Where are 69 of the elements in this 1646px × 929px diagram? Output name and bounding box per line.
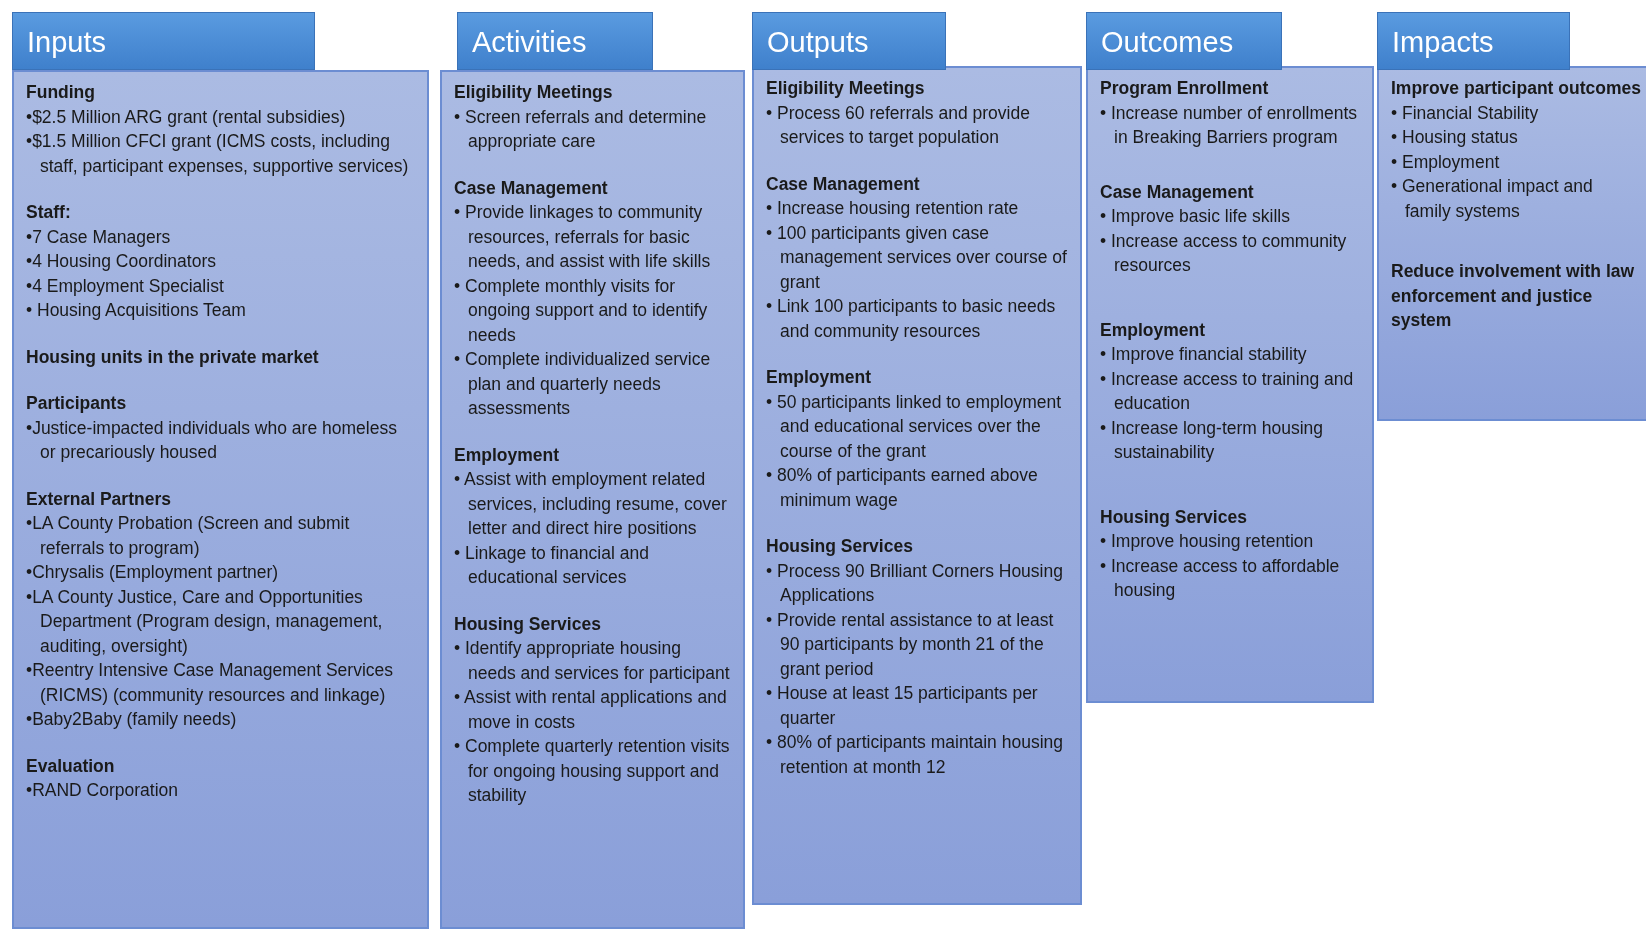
list-item: •LA County Justice, Care and Opportunities Department (Program design, management, auditing, oversight) bbox=[26, 585, 384, 658]
section-heading: Participants bbox=[26, 392, 128, 415]
section-heading: Eligibility Meetings bbox=[454, 81, 614, 104]
section-heading: Staff: bbox=[26, 201, 72, 224]
section-heading: Evaluation bbox=[26, 754, 116, 778]
section-heading: Eligibility Meetings bbox=[766, 77, 926, 100]
list-item: • Process 90 Brilliant Corners Housing Applications bbox=[766, 559, 1064, 607]
list-item: •Chrysalis (Employment partner) bbox=[26, 561, 280, 584]
list-item: • Improve housing retention bbox=[1100, 530, 1315, 553]
list-item: • Link 100 participants to basic needs and community resources bbox=[766, 295, 1057, 343]
section-heading: External Partners bbox=[26, 487, 172, 511]
list-item: • 100 participants given case management services over course of grant bbox=[766, 221, 1068, 294]
section-heading: Employment bbox=[454, 443, 561, 467]
list-item: • Linkage to financial and educational services bbox=[454, 541, 650, 589]
list-item: • Complete individualized service plan and quarterly needs assessments bbox=[454, 348, 712, 420]
list-item: • Identify appropriate housing needs and services for participant bbox=[454, 637, 731, 685]
column-header-tab: Outputs bbox=[752, 12, 946, 70]
list-item: • Housing status bbox=[1391, 126, 1519, 149]
section-heading: Case Management bbox=[1100, 180, 1255, 204]
list-item: • Increase number of enrollments in Breaking Barriers program bbox=[1100, 101, 1359, 149]
list-item: • Complete quarterly retention visits for ongoing housing support and stability bbox=[454, 735, 731, 807]
list-item: • 80% of participants maintain housing retention at month 12 bbox=[766, 731, 1064, 779]
list-item: • Screen referrals and determine appropriate care bbox=[454, 105, 708, 153]
list-item: •Reentry Intensive Case Management Services (RICMS) (community resources and linkage) bbox=[26, 659, 394, 707]
section-heading: Employment bbox=[1100, 318, 1207, 342]
section-heading: Housing Services bbox=[454, 612, 602, 636]
column-header-tab: Activities bbox=[457, 12, 653, 70]
list-item: • Provide rental assistance to at least 90 participants by month 21 of the grant period bbox=[766, 608, 1055, 681]
list-item: • Process 60 referrals and provide services to target population bbox=[766, 101, 1031, 149]
list-item: • Generational impact and family systems bbox=[1391, 175, 1594, 223]
list-item: • Employment bbox=[1391, 150, 1501, 174]
column-header-tab: Impacts bbox=[1377, 12, 1570, 70]
list-item: • Increase access to community resources bbox=[1100, 229, 1348, 277]
list-item: • Complete monthly visits for ongoing support and to identify needs bbox=[454, 274, 709, 347]
list-item: •$1.5 Million CFCI grant (ICMS costs, including staff, participant expenses, supportive services) bbox=[26, 130, 410, 178]
list-item: • Assist with employment related services, including resume, cover letter and direct hire positions bbox=[454, 468, 728, 540]
list-item: •LA County Probation (Screen and submit referrals to program) bbox=[26, 512, 351, 560]
list-item: • Provide linkages to community resources, referrals for basic needs, and assist with life skills bbox=[454, 201, 712, 273]
column-header-tab: Outcomes bbox=[1086, 12, 1282, 70]
list-item: • Increase access to affordable housing bbox=[1100, 554, 1341, 602]
section-heading: Housing units in the private market bbox=[26, 345, 320, 369]
list-item: • Increase access to training and education bbox=[1100, 367, 1355, 415]
list-item: •$2.5 Million ARG grant (rental subsidies) bbox=[26, 105, 347, 129]
list-item: • 80% of participants earned above minimum wage bbox=[766, 464, 1039, 512]
list-item: • Improve financial stability bbox=[1100, 343, 1308, 366]
section-heading: Reduce involvement with law enforcement and justice system bbox=[1391, 260, 1636, 332]
section-heading: Program Enrollment bbox=[1100, 77, 1270, 100]
list-item: • Increase housing retention rate bbox=[766, 197, 1020, 220]
list-item: •Justice-impacted individuals who are homeless or precariously housed bbox=[26, 416, 398, 464]
list-item: • 50 participants linked to employment and educational services over the course of the grant bbox=[766, 390, 1063, 463]
section-heading: Case Management bbox=[766, 172, 921, 196]
section-heading: Case Management bbox=[454, 176, 609, 200]
section-heading: Housing Services bbox=[1100, 505, 1248, 529]
list-item: • House at least 15 participants per quarter bbox=[766, 682, 1039, 730]
list-item: •Baby2Baby (family needs) bbox=[26, 708, 238, 731]
section-heading: Housing Services bbox=[766, 535, 914, 558]
list-item: • Housing Acquisitions Team bbox=[26, 299, 247, 322]
section-heading: Funding bbox=[26, 81, 96, 104]
column-header-tab: Inputs bbox=[12, 12, 315, 70]
list-item: •4 Housing Coordinators bbox=[26, 250, 217, 273]
list-item: • Increase long-term housing sustainability bbox=[1100, 416, 1325, 464]
list-item: •4 Employment Specialist bbox=[26, 274, 225, 298]
list-item: • Assist with rental applications and move in costs bbox=[454, 686, 728, 734]
list-item: • Improve basic life skills bbox=[1100, 205, 1291, 228]
section-heading: Improve participant outcomes bbox=[1391, 77, 1642, 100]
list-item: •RAND Corporation bbox=[26, 779, 179, 802]
list-item: • Financial Stability bbox=[1391, 101, 1540, 125]
section-heading: Employment bbox=[766, 366, 873, 389]
list-item: •7 Case Managers bbox=[26, 225, 172, 249]
